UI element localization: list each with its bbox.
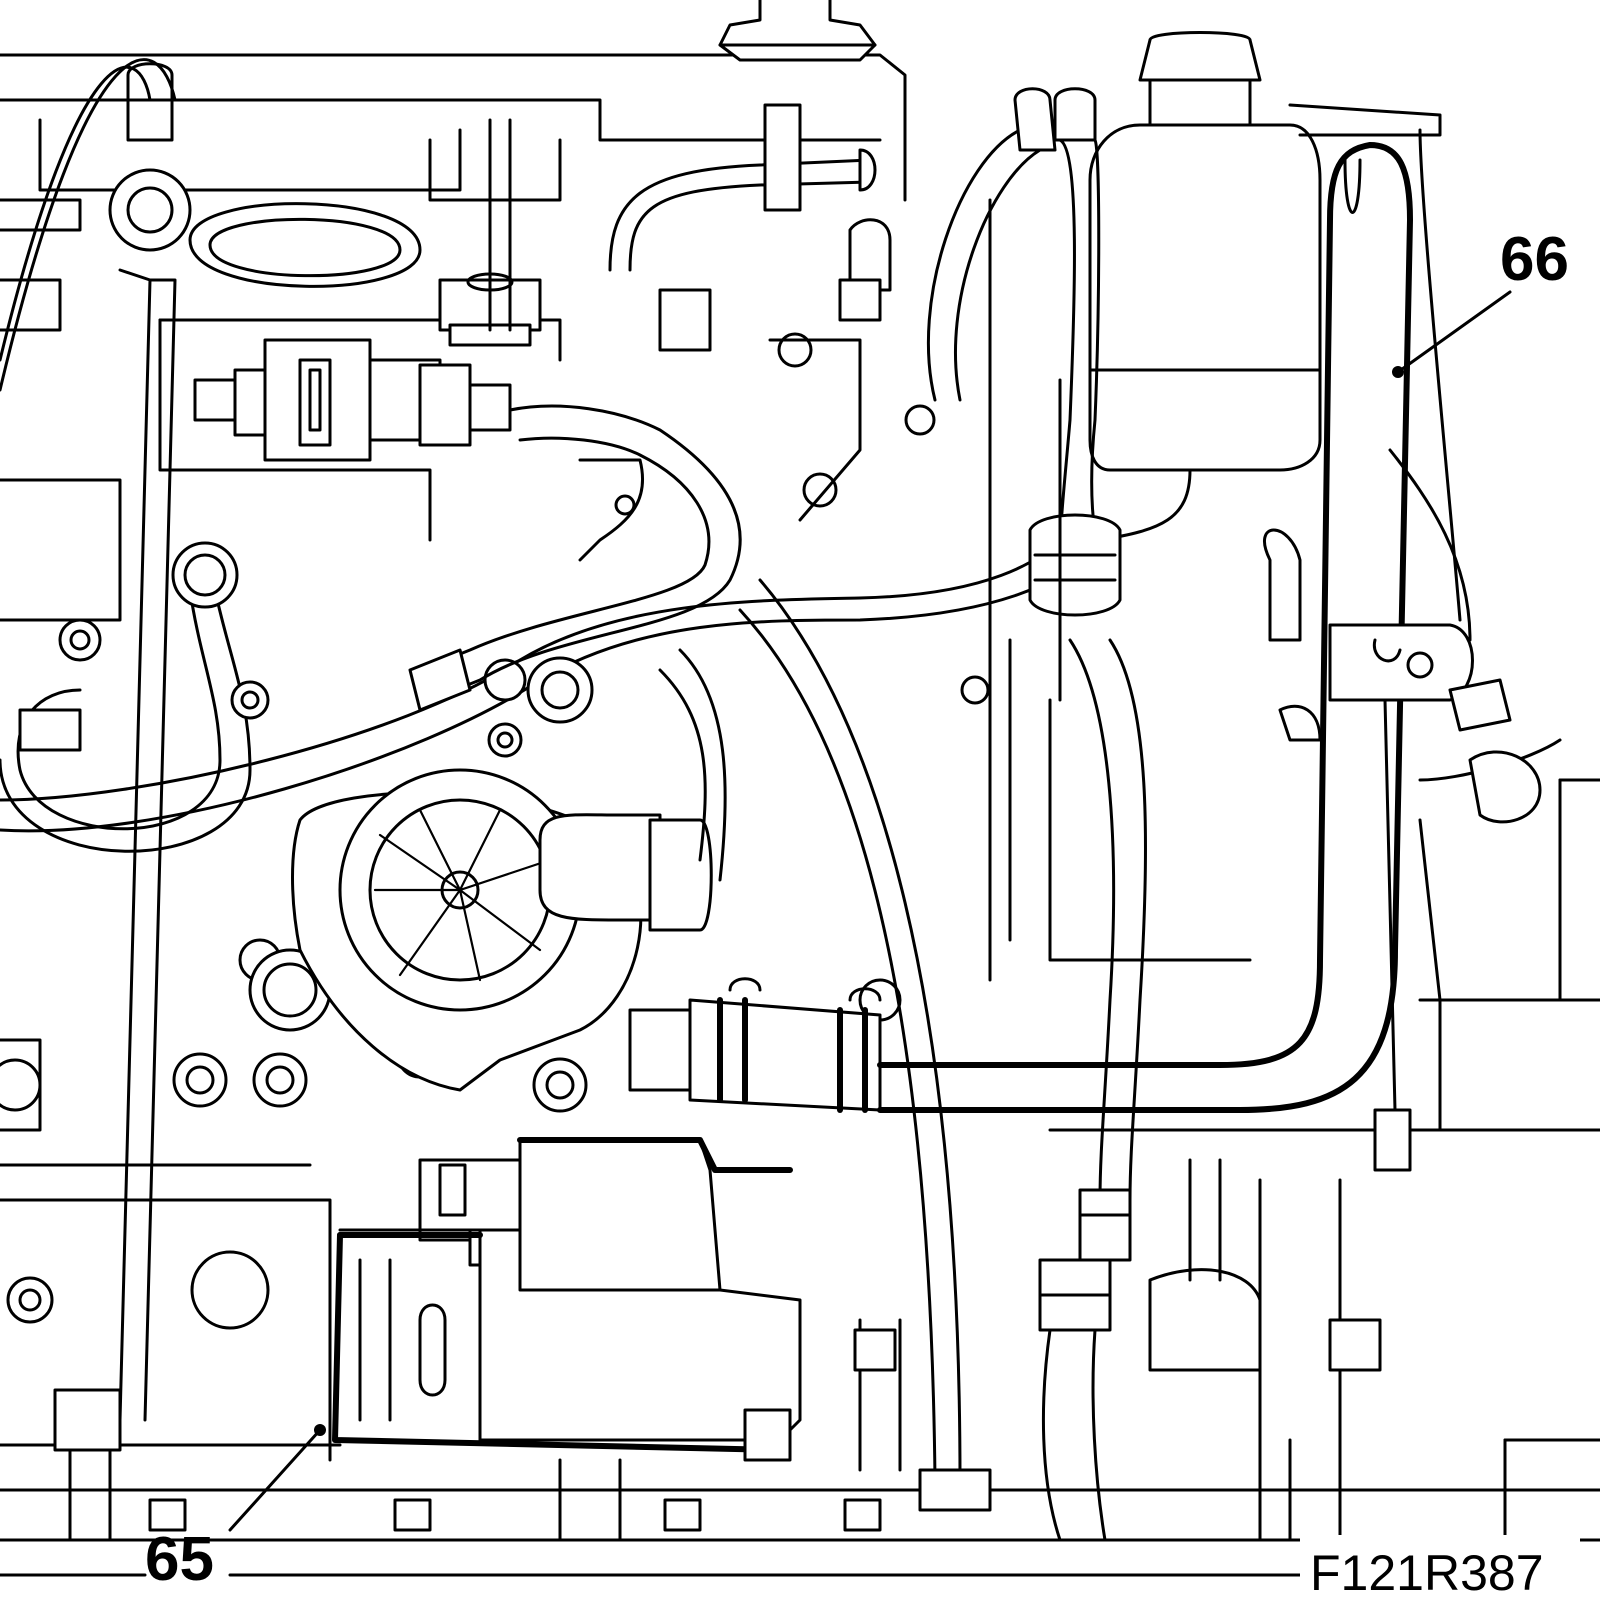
lower-coolant-hose xyxy=(628,977,882,1113)
coolant-hose-left xyxy=(0,541,252,853)
callout-66-label: 66 xyxy=(1500,225,1569,294)
callout-66: 66 xyxy=(1392,225,1569,378)
starter-motor-item-65 xyxy=(332,1137,802,1462)
callout-65-label: 65 xyxy=(145,1525,214,1594)
gearbox-housing xyxy=(1258,128,1562,1602)
dipstick-tube xyxy=(53,62,192,1542)
radiator-hose-right xyxy=(1028,87,1148,1542)
heater-hose xyxy=(738,87,1057,1512)
fuel-connector-assembly xyxy=(193,272,742,712)
oil-filler-cap xyxy=(718,0,877,62)
expansion-tank xyxy=(1088,31,1442,542)
figure-reference: F121R387 xyxy=(1310,1545,1544,1601)
top-center-hoses xyxy=(428,103,892,562)
engine-block-outline xyxy=(0,53,1600,1577)
breather-hose-left xyxy=(0,58,1082,833)
valve-cover xyxy=(0,98,882,542)
callout-65: 65 xyxy=(145,1424,326,1594)
pipe-item-66 xyxy=(877,142,1474,1172)
coolant-hose-center xyxy=(538,648,727,932)
lower-bracket-details xyxy=(148,198,1262,1542)
